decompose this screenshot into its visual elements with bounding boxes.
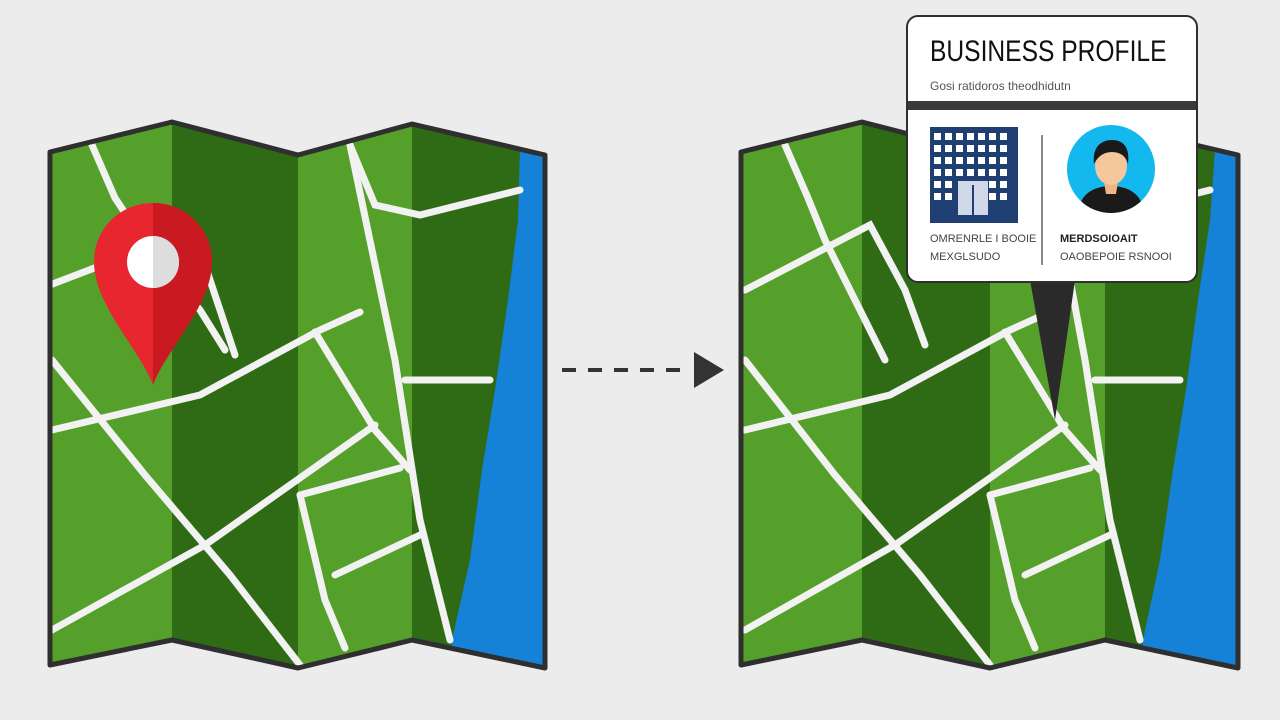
- card-right-line-2: OAOBEPOIE RSNOOI: [1060, 251, 1172, 263]
- dashed-arrow-right-icon: [562, 352, 724, 388]
- person-avatar-icon: [1067, 125, 1155, 213]
- office-building-icon: [930, 127, 1018, 223]
- river: [450, 150, 545, 668]
- card-divider: [908, 101, 1196, 110]
- card-column-separator: [1041, 135, 1043, 265]
- folded-map-left: [47, 119, 548, 671]
- card-left-line-1: OMRENRLE I BOOIE: [930, 233, 1037, 245]
- river: [1140, 150, 1238, 668]
- card-subtitle: Gosi ratidoros theodhidutn: [930, 79, 1071, 93]
- business-profile-card: BUSINESS PROFILE Gosi ratidoros theodhid…: [906, 15, 1198, 283]
- card-left-line-2: MEXGLSUDO: [930, 251, 1001, 263]
- callout-pointer: [1030, 280, 1075, 420]
- card-right-line-1: MERDSOIOAIT: [1060, 233, 1138, 245]
- roads: [50, 141, 524, 668]
- map-pin-icon: [94, 203, 212, 385]
- card-title: BUSINESS PROFILE: [930, 35, 1167, 68]
